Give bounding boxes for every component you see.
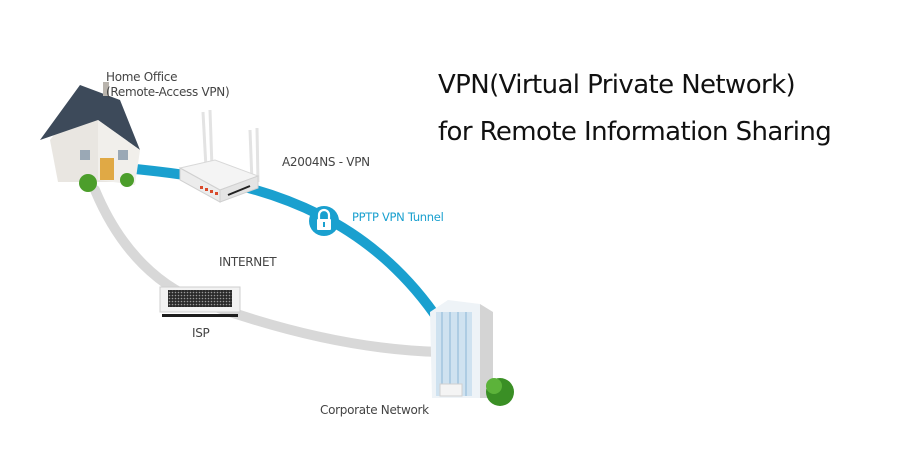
- title-line-1: VPN(Virtual Private Network): [438, 70, 796, 100]
- tunnel-label: PPTP VPN Tunnel: [352, 210, 444, 224]
- lock-icon: [309, 206, 339, 236]
- router-icon: [178, 109, 260, 203]
- internet-label: INTERNET: [219, 255, 277, 269]
- home-office-label: Home Office (Remote-Access VPN): [106, 70, 230, 100]
- title-line-2: for Remote Information Sharing: [438, 117, 832, 147]
- server-rack-icon: [159, 286, 241, 317]
- corporate-network-label: Corporate Network: [320, 403, 429, 417]
- router-label: A2004NS - VPN: [282, 155, 370, 169]
- office-building-icon: [430, 300, 514, 406]
- isp-label: ISP: [192, 326, 210, 340]
- home-office-label-line1: Home Office: [106, 70, 178, 84]
- house-icon: [40, 82, 140, 192]
- home-office-label-line2: (Remote-Access VPN): [106, 85, 230, 99]
